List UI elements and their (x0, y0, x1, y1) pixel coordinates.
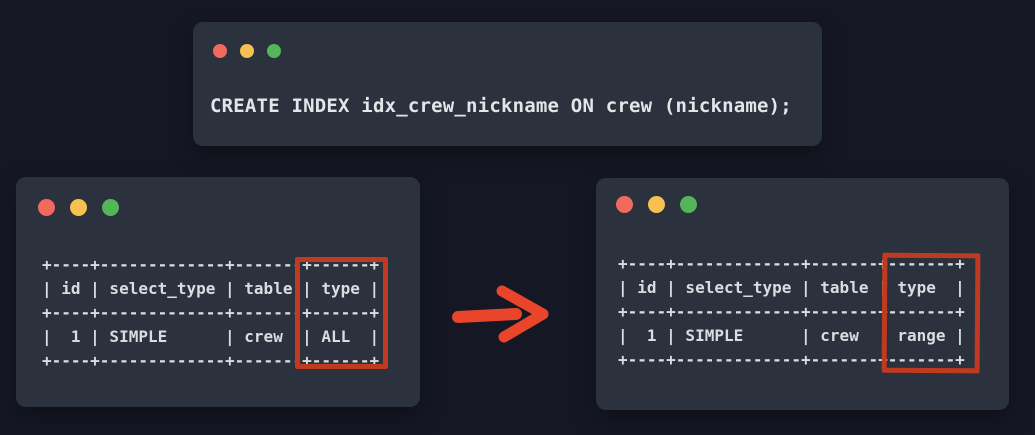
explain-table-after: +----+-------------+-------+-------+ | i… (618, 254, 965, 369)
traffic-light-close-icon[interactable] (616, 196, 633, 213)
sql-create-index-code: CREATE INDEX idx_crew_nickname ON crew (… (210, 95, 792, 117)
code-terminal-window: CREATE INDEX idx_crew_nickname ON crew (… (193, 22, 822, 146)
explain-table-before: +----+-------------+-------+------+ | id… (42, 255, 380, 370)
traffic-light-minimize-icon[interactable] (648, 196, 665, 213)
traffic-light-minimize-icon[interactable] (70, 199, 87, 216)
traffic-lights (213, 44, 281, 58)
traffic-light-zoom-icon[interactable] (267, 44, 281, 58)
traffic-lights (38, 199, 119, 216)
explain-after-window: +----+-------------+-------+-------+ | i… (596, 178, 1009, 410)
right-arrow-icon (452, 285, 549, 343)
traffic-light-zoom-icon[interactable] (102, 199, 119, 216)
type-column-highlight-after (881, 252, 981, 374)
type-column-highlight-before (295, 257, 388, 369)
traffic-light-close-icon[interactable] (38, 199, 55, 216)
traffic-lights (616, 196, 697, 213)
traffic-light-minimize-icon[interactable] (240, 44, 254, 58)
traffic-light-close-icon[interactable] (213, 44, 227, 58)
explain-before-window: +----+-------------+-------+------+ | id… (16, 177, 420, 407)
traffic-light-zoom-icon[interactable] (680, 196, 697, 213)
